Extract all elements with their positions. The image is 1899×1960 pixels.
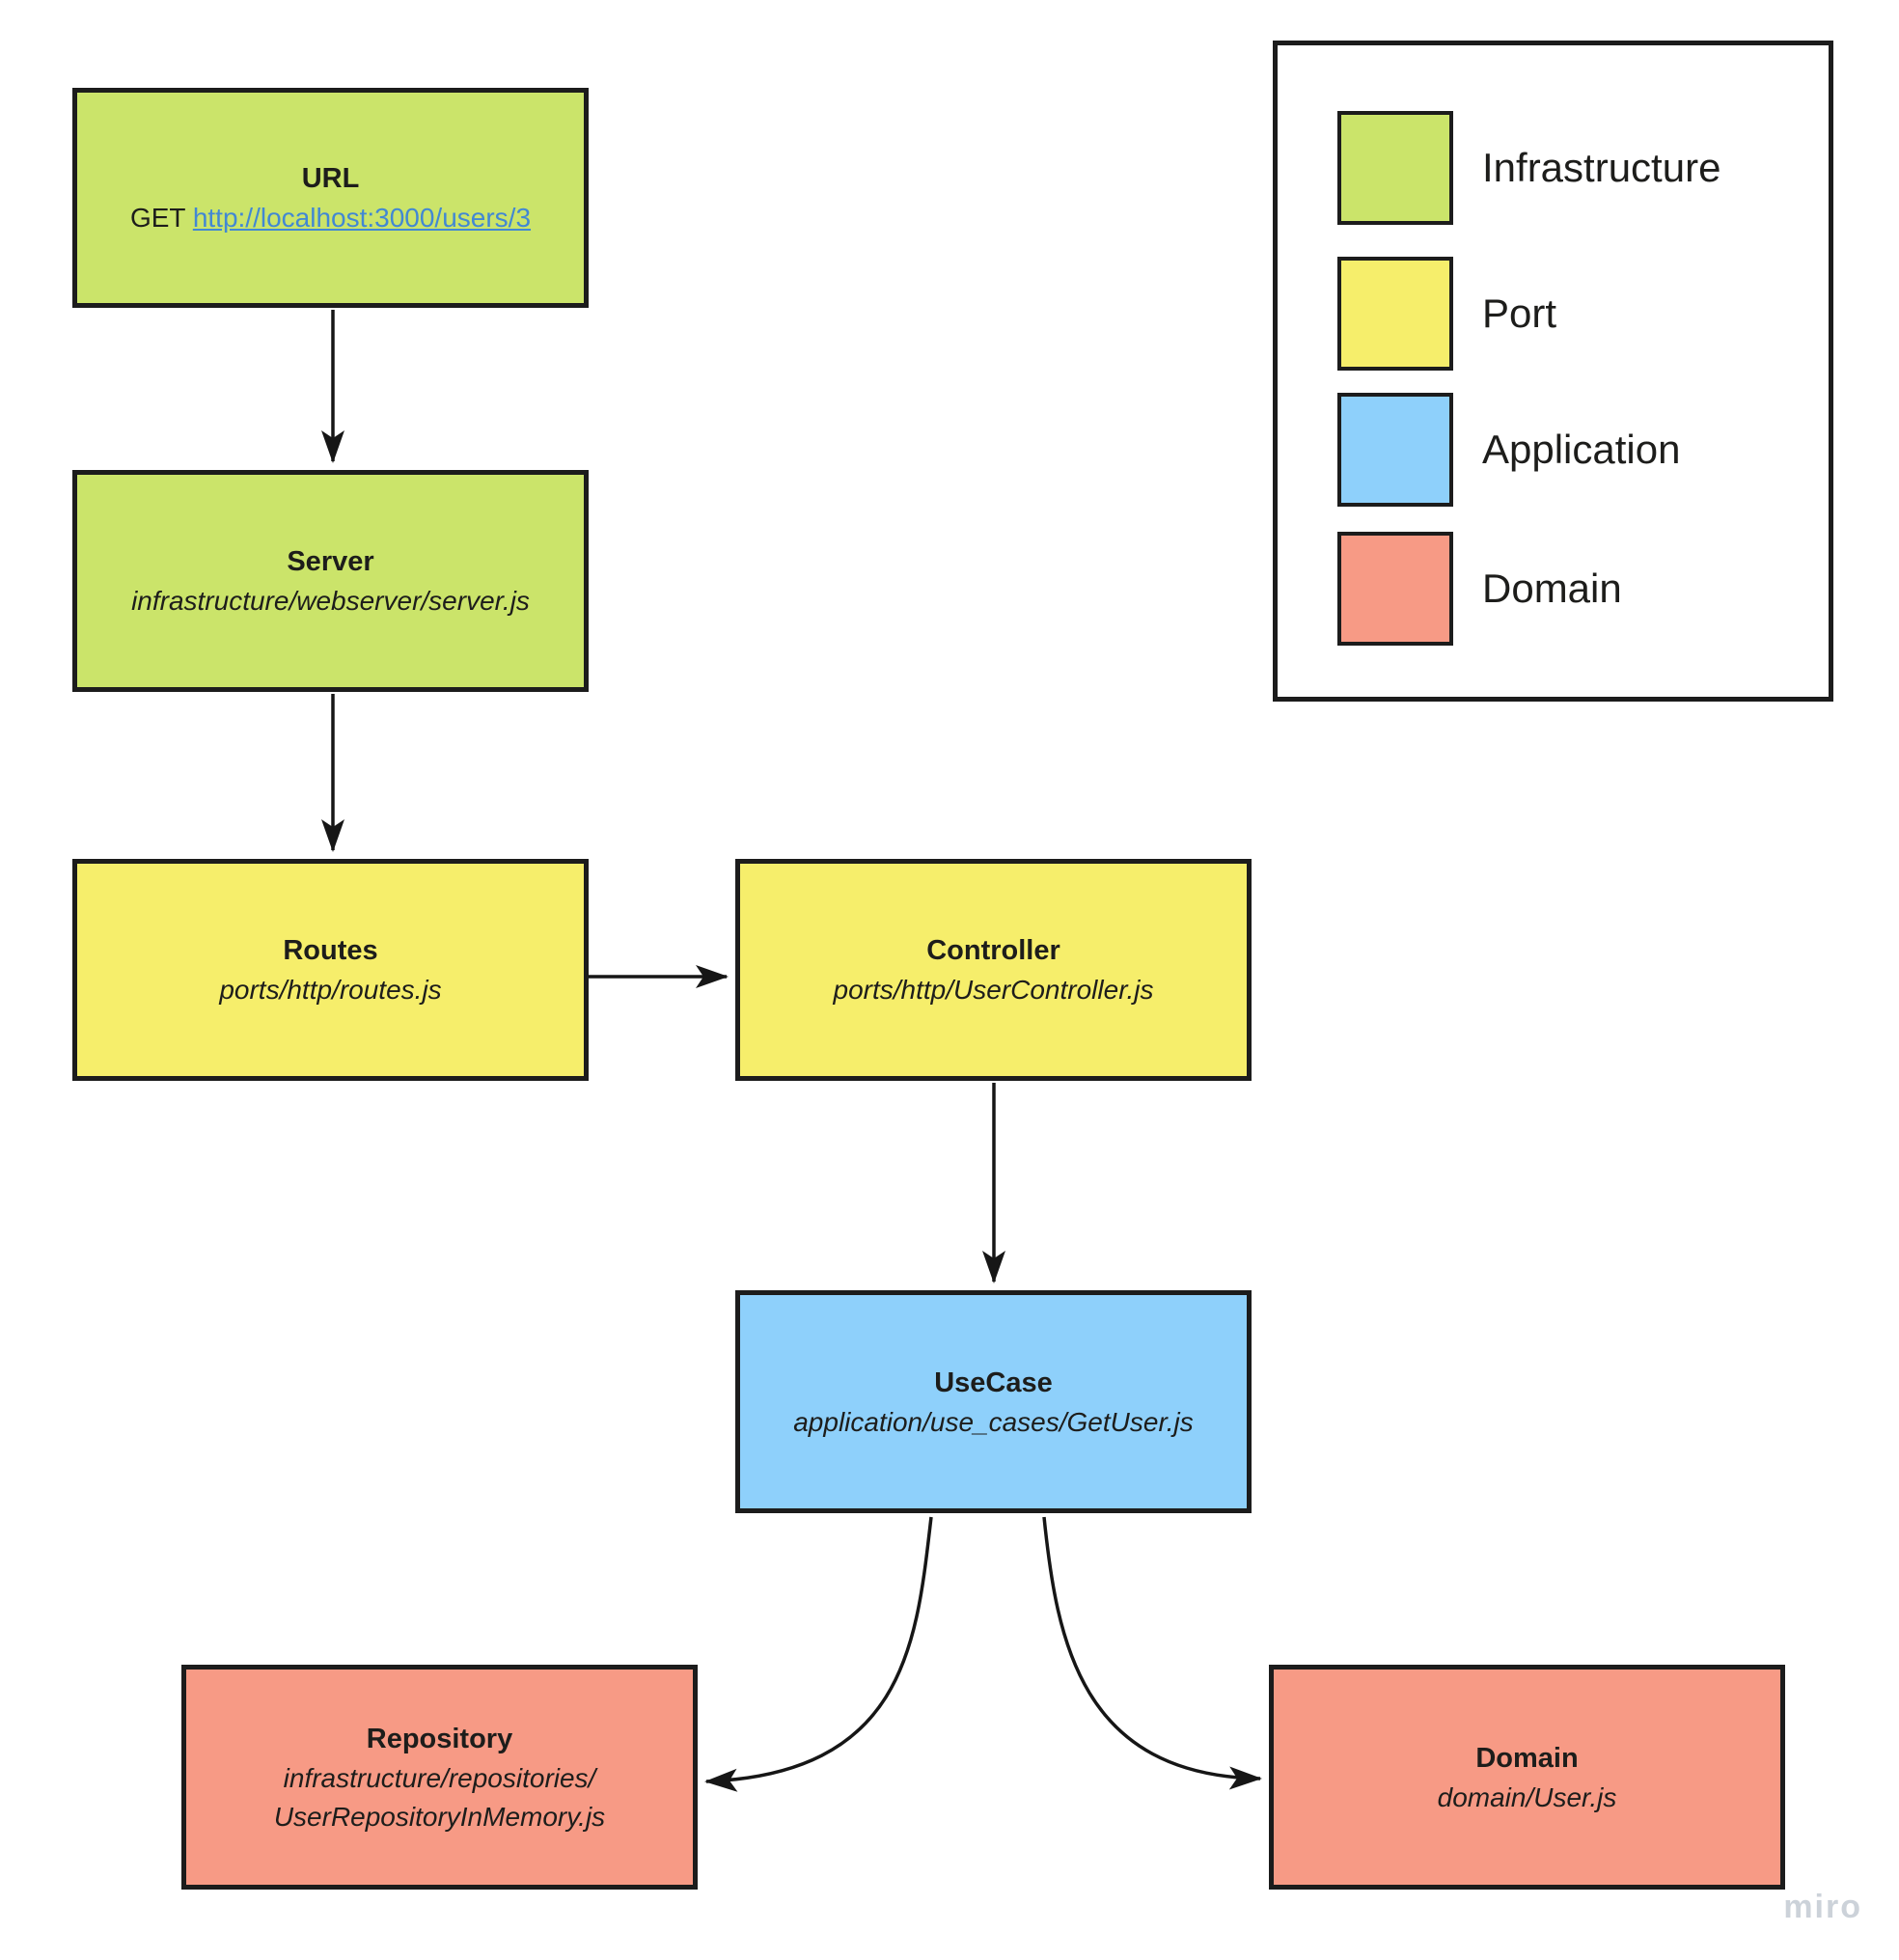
node-server-title: Server bbox=[287, 546, 374, 577]
localhost-link[interactable]: http://localhost:3000/users/3 bbox=[192, 203, 532, 233]
node-repository: Repository infrastructure/repositories/ … bbox=[181, 1665, 698, 1890]
node-domain: Domain domain/User.js bbox=[1269, 1665, 1785, 1890]
node-routes-path: ports/http/routes.js bbox=[219, 975, 442, 1005]
node-repository-title: Repository bbox=[366, 1723, 513, 1754]
node-url: URL GET http://localhost:3000/users/3 bbox=[72, 88, 589, 308]
legend-swatch-application-icon bbox=[1337, 393, 1453, 507]
node-usecase: UseCase application/use_cases/GetUser.js bbox=[735, 1290, 1252, 1513]
node-domain-path: domain/User.js bbox=[1437, 1781, 1617, 1812]
node-url-request: GET http://localhost:3000/users/3 bbox=[130, 199, 531, 237]
node-domain-title: Domain bbox=[1475, 1742, 1579, 1774]
node-routes: Routes ports/http/routes.js bbox=[72, 859, 589, 1081]
legend-label-infrastructure: Infrastructure bbox=[1482, 145, 1721, 190]
node-routes-title: Routes bbox=[283, 935, 378, 966]
legend: Infrastructure Port Application Domain bbox=[1273, 41, 1833, 702]
node-repository-path-line2: UserRepositoryInMemory.js bbox=[273, 1801, 606, 1832]
node-controller: Controller ports/http/UserController.js bbox=[735, 859, 1252, 1081]
legend-label-application: Application bbox=[1482, 427, 1681, 472]
legend-row-port: Port bbox=[1278, 257, 1829, 371]
node-usecase-title: UseCase bbox=[934, 1366, 1053, 1398]
node-usecase-path: application/use_cases/GetUser.js bbox=[793, 1406, 1194, 1437]
node-controller-path: ports/http/UserController.js bbox=[833, 975, 1154, 1005]
miro-watermark: miro bbox=[1783, 1889, 1862, 1925]
node-url-title: URL bbox=[301, 163, 360, 194]
http-method-label: GET bbox=[129, 203, 193, 233]
node-controller-title: Controller bbox=[926, 935, 1060, 966]
legend-label-port: Port bbox=[1482, 290, 1557, 336]
node-server-path: infrastructure/webserver/server.js bbox=[131, 586, 530, 616]
legend-label-domain: Domain bbox=[1482, 566, 1622, 611]
arrow-usecase-to-domain-icon bbox=[1042, 1516, 1262, 1790]
legend-row-application: Application bbox=[1278, 393, 1829, 507]
legend-swatch-domain-icon bbox=[1337, 532, 1453, 646]
node-server: Server infrastructure/webserver/server.j… bbox=[72, 470, 589, 692]
legend-row-infrastructure: Infrastructure bbox=[1278, 111, 1829, 225]
legend-row-domain: Domain bbox=[1278, 532, 1829, 646]
arrow-usecase-to-repository-icon bbox=[704, 1516, 933, 1792]
legend-swatch-port-icon bbox=[1337, 257, 1453, 371]
legend-swatch-infrastructure-icon bbox=[1337, 111, 1453, 225]
node-repository-path-line1: infrastructure/repositories/ bbox=[283, 1762, 596, 1793]
